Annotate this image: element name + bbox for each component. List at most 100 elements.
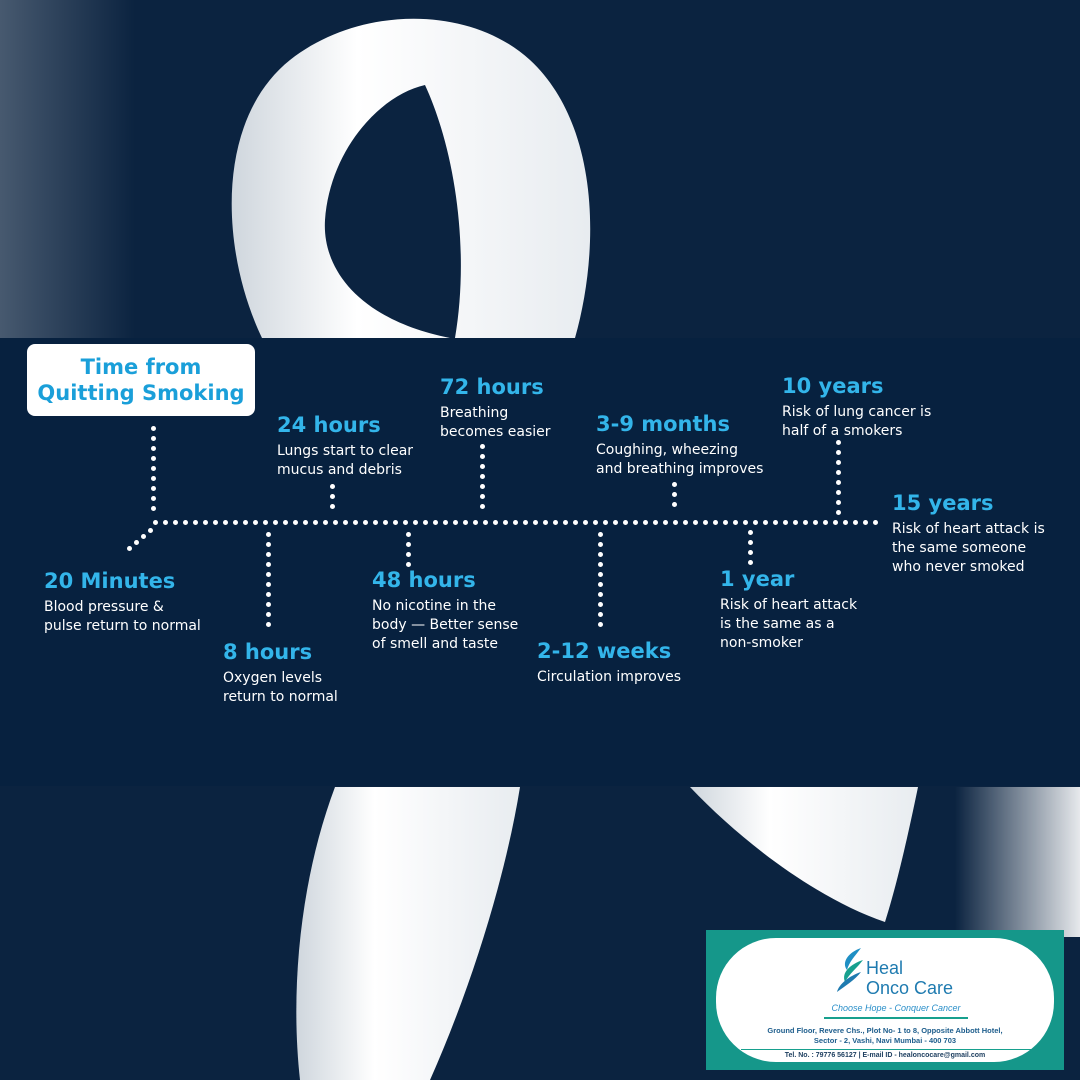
timeline-dot <box>405 531 411 537</box>
timeline-dot <box>852 519 858 525</box>
timeline-dot <box>692 519 698 525</box>
timeline-dot <box>597 591 603 597</box>
timeline-dot <box>432 519 438 525</box>
desc-line: Circulation improves <box>537 669 682 685</box>
timeline-dot <box>152 519 158 525</box>
timeline-dot <box>265 571 271 577</box>
milestone-heading: 15 years <box>892 491 994 515</box>
desc-line: Oxygen levels <box>223 670 322 686</box>
desc-line: Breathing <box>440 405 509 421</box>
milestone-description: Risk of lung cancer is half of a smokers <box>782 403 931 441</box>
timeline-dot <box>597 531 603 537</box>
ribbon-loop <box>231 18 591 338</box>
desc-line: No nicotine in the <box>372 598 497 614</box>
timeline-dot <box>140 533 146 539</box>
timeline-dot <box>479 463 485 469</box>
milestone-15-years: 15 years Risk of heart attack is the sam… <box>892 490 1045 577</box>
timeline-dot <box>150 485 156 491</box>
timeline-dot <box>752 519 758 525</box>
timeline-dot <box>872 519 878 525</box>
timeline-title: Time from Quitting Smoking <box>27 344 255 416</box>
desc-line: who never smoked <box>892 559 1025 575</box>
timeline-dot <box>126 545 132 551</box>
timeline-dot <box>671 491 677 497</box>
brand-name: Heal Onco Care <box>866 958 953 998</box>
milestone-heading: 3-9 months <box>596 412 730 436</box>
milestone-description: Blood pressure & pulse return to normal <box>44 598 201 636</box>
timeline-dot <box>479 483 485 489</box>
milestone-heading: 24 hours <box>277 413 381 437</box>
timeline-dot <box>835 459 841 465</box>
timeline-dot <box>265 561 271 567</box>
timeline-dot <box>252 519 258 525</box>
timeline-dot <box>265 591 271 597</box>
timeline-dot <box>835 479 841 485</box>
milestone-20-minutes: 20 Minutes Blood pressure & pulse return… <box>44 568 201 636</box>
brand-tagline: Choose Hope - Conquer Cancer <box>831 1003 961 1013</box>
timeline-dot <box>597 561 603 567</box>
timeline-dot <box>265 601 271 607</box>
milestone-72-hours: 72 hours Breathing becomes easier <box>440 374 551 442</box>
timeline-dot <box>282 519 288 525</box>
address: Ground Floor, Revere Chs., Plot No- 1 to… <box>728 1026 1042 1046</box>
timeline-dot <box>702 519 708 525</box>
timeline-dot <box>597 621 603 627</box>
timeline-dot <box>442 519 448 525</box>
timeline-dot <box>479 453 485 459</box>
timeline-dot <box>522 519 528 525</box>
timeline-dot <box>352 519 358 525</box>
timeline-dot <box>592 519 598 525</box>
timeline-dot <box>462 519 468 525</box>
timeline-dot <box>479 443 485 449</box>
milestone-heading: 48 hours <box>372 568 476 592</box>
timeline-dot <box>842 519 848 525</box>
desc-line: and breathing improves <box>596 461 764 477</box>
timeline-dot <box>572 519 578 525</box>
timeline-dot <box>405 551 411 557</box>
timeline-dot <box>612 519 618 525</box>
desc-line: the same someone <box>892 540 1027 556</box>
timeline-dot <box>150 475 156 481</box>
timeline-dot <box>792 519 798 525</box>
timeline-dot <box>512 519 518 525</box>
address-line-1: Ground Floor, Revere Chs., Plot No- 1 to… <box>767 1026 1003 1035</box>
timeline-dot <box>382 519 388 525</box>
milestone-heading: 1 year <box>720 567 795 591</box>
tagline-underline <box>824 1017 968 1019</box>
desc-line: return to normal <box>223 689 338 705</box>
timeline-dot <box>597 611 603 617</box>
timeline-dot <box>632 519 638 525</box>
timeline-dot <box>822 519 828 525</box>
timeline-dot <box>712 519 718 525</box>
timeline-dot <box>322 519 328 525</box>
timeline-dot <box>422 519 428 525</box>
timeline-dot <box>302 519 308 525</box>
timeline-dot <box>342 519 348 525</box>
timeline-dot <box>222 519 228 525</box>
timeline-dot <box>682 519 688 525</box>
timeline-dot <box>402 519 408 525</box>
contact-info: Tel. No. : 79776 56127 | E-mail ID - hea… <box>784 1052 986 1059</box>
logo-card-inner: Heal Onco Care Choose Hope - Conquer Can… <box>716 938 1054 1062</box>
timeline-dot <box>479 493 485 499</box>
timeline-dot <box>482 519 488 525</box>
timeline-dot <box>642 519 648 525</box>
timeline-dot <box>479 473 485 479</box>
timeline-dot <box>597 581 603 587</box>
timeline-dot <box>150 435 156 441</box>
desc-line: pulse return to normal <box>44 618 201 634</box>
milestone-3-9-months: 3-9 months Coughing, wheezing and breath… <box>596 411 763 479</box>
desc-line: mucus and debris <box>277 462 402 478</box>
milestone-description: Coughing, wheezing and breathing improve… <box>596 441 763 479</box>
timeline-dot <box>802 519 808 525</box>
timeline-dot <box>242 519 248 525</box>
timeline-dot <box>412 519 418 525</box>
desc-line: Coughing, wheezing <box>596 442 739 458</box>
timeline-dot <box>492 519 498 525</box>
timeline-dot <box>747 549 753 555</box>
timeline-dot <box>747 529 753 535</box>
timeline-dot <box>582 519 588 525</box>
timeline-dot <box>602 519 608 525</box>
timeline-dot <box>835 489 841 495</box>
timeline-dot <box>812 519 818 525</box>
